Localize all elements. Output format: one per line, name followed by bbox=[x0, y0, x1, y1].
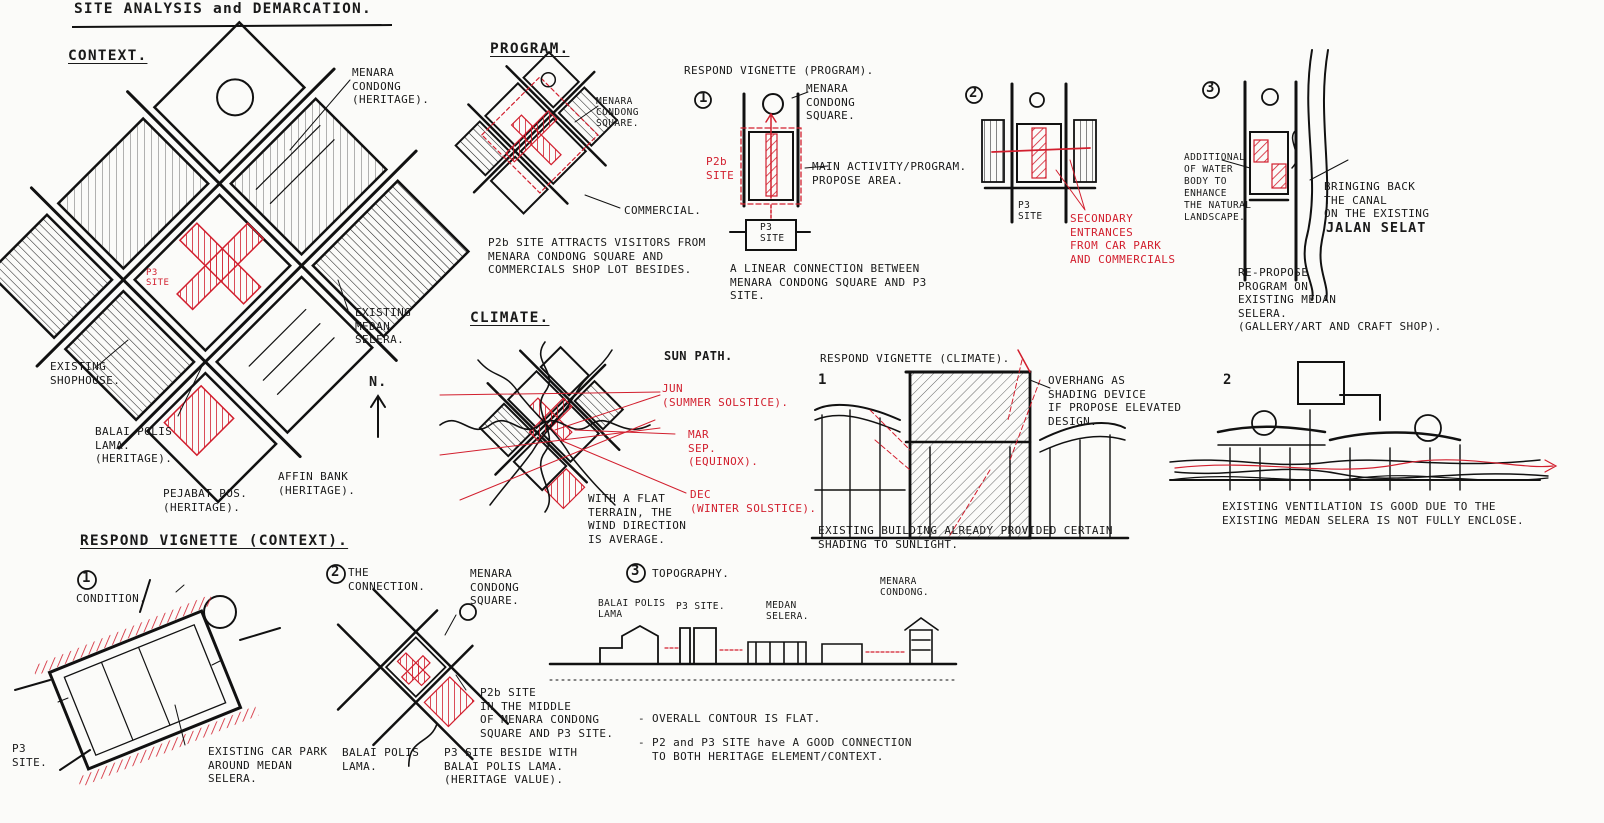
respond-context-label-car-park: EXISTING CAR PARK AROUND MEDAN SELERA. bbox=[208, 745, 327, 786]
context-heading: CONTEXT. bbox=[68, 50, 147, 64]
respond-program-label-repropose: RE-PROPOSE PROGRAM ON EXISTING MEDAN SEL… bbox=[1238, 266, 1442, 334]
context-label-shophouse: EXISTING SHOPHOUSE. bbox=[50, 360, 120, 387]
respond-context-label-condition: CONDITION. bbox=[76, 592, 146, 606]
respond-program-label-menara: MENARA CONDONG SQUARE. bbox=[806, 82, 855, 123]
respond-program-label-additional: ADDITIONAL OF WATER BODY TO ENHANCE THE … bbox=[1184, 152, 1251, 224]
topography-label-balai: BALAI POLIS LAMA bbox=[598, 598, 665, 620]
page-title: SITE ANALYSIS and DEMARCATION. bbox=[74, 3, 372, 17]
topography-label-p3: P3 SITE. bbox=[676, 600, 725, 614]
context-label-medan: EXISTING MEDAN SELERA. bbox=[355, 306, 411, 347]
respond-climate-caption-ventilation: EXISTING VENTILATION IS GOOD DUE TO THE … bbox=[1222, 500, 1524, 527]
respond-context-label-p2b-middle: P2b SITE IN THE MIDDLE OF MENARA CONDONG… bbox=[480, 686, 613, 740]
respond-program-heading: RESPOND VIGNETTE (PROGRAM). bbox=[684, 64, 874, 78]
respond-context-number-2: 2 bbox=[331, 566, 340, 580]
respond-program-label-jalan: JALAN SELAT bbox=[1326, 222, 1426, 236]
context-label-affin: AFFIN BANK (HERITAGE). bbox=[278, 470, 355, 497]
context-label-balai: BALAI POLIS LAMA. (HERITAGE). bbox=[95, 425, 172, 466]
respond-program-label-p3: P3 SITE bbox=[760, 222, 784, 244]
respond-context-number-1: 1 bbox=[82, 572, 91, 586]
program-label-commercial: COMMERCIAL. bbox=[624, 204, 701, 218]
climate-label-dec: DEC (WINTER SOLSTICE). bbox=[690, 488, 816, 515]
respond-context-label-connection: THE CONNECTION. bbox=[348, 566, 425, 593]
topography-number-3: 3 bbox=[631, 565, 640, 579]
respond-context-label-p3-beside: P3 SITE BESIDE WITH BALAI POLIS LAMA. (H… bbox=[444, 746, 577, 787]
program-map bbox=[427, 25, 646, 244]
topography-note-flat: - OVERALL CONTOUR IS FLAT. bbox=[638, 712, 821, 726]
respond-program-label-main-activity: MAIN ACTIVITY/PROGRAM. PROPOSE AREA. bbox=[812, 160, 967, 187]
respond-context-label-menara-square: MENARA CONDONG SQUARE. bbox=[470, 567, 519, 608]
context-label-pejabat: PEJABAT POS. (HERITAGE). bbox=[163, 487, 247, 514]
north-label: N. bbox=[369, 376, 387, 390]
topography-label-menara: MENARA CONDONG. bbox=[880, 576, 929, 598]
respond-program-number-2: 2 bbox=[969, 87, 978, 101]
respond-program-number-1: 1 bbox=[699, 92, 708, 106]
topography-note-connection: - P2 and P3 SITE have A GOOD CONNECTION … bbox=[638, 736, 912, 763]
climate-label-jun: JUN (SUMMER SOLSTICE). bbox=[662, 382, 788, 409]
context-label-p3: P3 SITE bbox=[146, 268, 169, 288]
program-label-menara-square: MENARA CONDONG SQUARE. bbox=[596, 96, 639, 129]
climate-heading: CLIMATE. bbox=[470, 312, 549, 326]
respond-context-label-p3: P3 SITE. bbox=[12, 742, 47, 769]
topography-heading: TOPOGRAPHY. bbox=[652, 567, 729, 581]
context-map bbox=[0, 0, 511, 543]
topography-label-medan: MEDAN SELERA. bbox=[766, 600, 809, 622]
respond-program-label-bringing: BRINGING BACK THE CANAL ON THE EXISTING bbox=[1324, 180, 1429, 221]
respond-program-label-p3-2: P3 SITE bbox=[1018, 200, 1042, 222]
respond-context-heading: RESPOND VIGNETTE (CONTEXT). bbox=[80, 535, 348, 549]
respond-context-label-balai: BALAI POLIS LAMA. bbox=[342, 746, 419, 773]
climate-label-mar: MAR SEP. (EQUINOX). bbox=[688, 428, 758, 469]
respond-climate-label-overhang: OVERHANG AS SHADING DEVICE IF PROPOSE EL… bbox=[1048, 374, 1181, 428]
program-heading: PROGRAM. bbox=[490, 43, 569, 57]
respond-program-label-p2b: P2b SITE bbox=[706, 155, 734, 182]
respond-program-number-3: 3 bbox=[1206, 82, 1215, 96]
respond-program-label-secondary: SECONDARY ENTRANCES FROM CAR PARK AND CO… bbox=[1070, 212, 1175, 266]
title-underline bbox=[72, 25, 392, 27]
respond-climate-number-1: 1 bbox=[818, 374, 827, 388]
climate-label-sun-path: SUN PATH. bbox=[664, 350, 733, 364]
respond-climate-number-2: 2 bbox=[1223, 374, 1232, 388]
respond-program-caption-linear: A LINEAR CONNECTION BETWEEN MENARA CONDO… bbox=[730, 262, 927, 303]
context-label-menara: MENARA CONDONG (HERITAGE). bbox=[352, 66, 429, 107]
climate-label-wind: WITH A FLAT TERRAIN, THE WIND DIRECTION … bbox=[588, 492, 686, 546]
respond-climate-heading: RESPOND VIGNETTE (CLIMATE). bbox=[820, 352, 1010, 366]
program-caption: P2b SITE ATTRACTS VISITORS FROM MENARA C… bbox=[488, 236, 706, 277]
respond-climate-caption-existing: EXISTING BUILDING ALREADY PROVIDED CERTA… bbox=[818, 524, 1113, 551]
